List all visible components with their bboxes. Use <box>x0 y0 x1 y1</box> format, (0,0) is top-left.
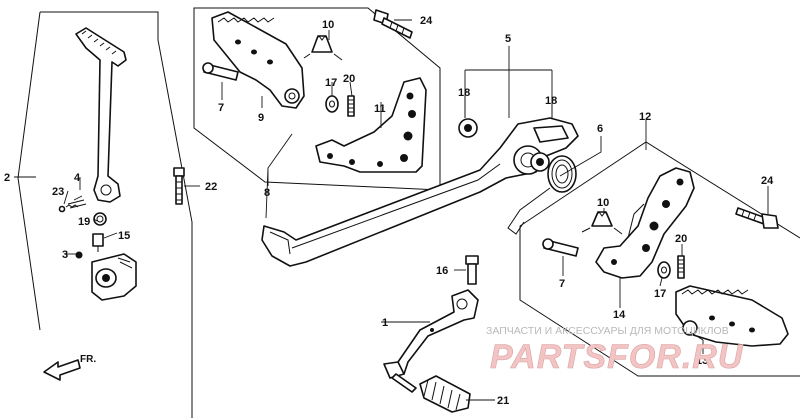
left-pivot-pin-part <box>202 62 239 81</box>
callout-12: 12 <box>639 111 651 123</box>
forward-arrow-icon <box>43 359 81 381</box>
brake-pedal-part <box>261 117 579 267</box>
brake-return-spring-part <box>507 155 577 235</box>
callout-10-right: 10 <box>597 197 609 209</box>
callout-18-left: 18 <box>458 87 470 99</box>
right-pivot-pin-part <box>542 238 579 257</box>
callout-17-right: 17 <box>654 288 666 300</box>
kickstarter-group-frame <box>17 11 193 418</box>
forward-label: FR. <box>80 354 96 365</box>
callout-20-right: 20 <box>675 233 687 245</box>
callout-24-top: 24 <box>420 15 433 27</box>
callout-24-right: 24 <box>761 175 774 187</box>
callout-18-right: 18 <box>545 95 557 107</box>
callout-7-right: 7 <box>559 278 565 290</box>
callout-5: 5 <box>505 33 511 45</box>
right-footpeg-bracket-part <box>595 167 695 279</box>
left-return-spring-part <box>303 35 343 61</box>
bolt-24-top-part <box>373 9 413 39</box>
bolt-24-right-part <box>735 207 779 229</box>
brake-pivot-bushing-part <box>458 118 550 172</box>
callout-16: 16 <box>436 265 448 277</box>
watermark-brand: PARTSFOR.RU <box>490 338 744 376</box>
callout-3: 3 <box>62 249 68 261</box>
callout-6: 6 <box>597 123 603 135</box>
kickstarter-arm-part <box>75 27 127 203</box>
callout-7-left: 7 <box>218 102 224 114</box>
callout-1: 1 <box>382 317 388 329</box>
callout-9: 9 <box>258 112 264 124</box>
callout-8: 8 <box>264 187 270 199</box>
callout-11: 11 <box>374 103 386 115</box>
callout-14: 14 <box>613 309 626 321</box>
right-return-spring-part <box>581 211 623 235</box>
right-washer-and-pin-part <box>657 255 685 279</box>
callout-13: 13 <box>696 355 708 367</box>
left-washer-and-pin-part <box>325 95 355 117</box>
callout-19: 19 <box>78 216 90 228</box>
watermark: ЗАПЧАСТИ И АКСЕССУАРЫ ДЛЯ МОТОЦИКЛОВ PAR… <box>486 325 744 376</box>
callout-labels: 1 2 3 4 5 6 7 7 8 9 10 10 11 12 13 14 15… <box>4 15 774 407</box>
callout-20-left: 20 <box>343 73 355 85</box>
callout-17-left: 17 <box>325 77 337 89</box>
left-footpeg-part <box>211 11 305 109</box>
bolt-22-part <box>173 167 185 205</box>
kickstarter-boss-part <box>91 253 137 301</box>
watermark-caption: ЗАПЧАСТИ И АКСЕССУАРЫ ДЛЯ МОТОЦИКЛОВ <box>486 325 729 337</box>
kickstarter-small-parts <box>58 199 107 259</box>
callout-2: 2 <box>4 172 10 184</box>
left-footpeg-bracket-part <box>315 77 427 173</box>
leader-lines <box>14 19 769 401</box>
right-footpeg-part <box>675 285 789 347</box>
callout-21: 21 <box>497 395 509 407</box>
bolt-16-part <box>465 255 479 285</box>
shift-rubber-part <box>419 375 471 413</box>
callout-4: 4 <box>74 172 81 184</box>
gearshift-pedal-part <box>383 289 479 393</box>
callout-15: 15 <box>118 230 130 242</box>
callout-10-left: 10 <box>322 19 334 31</box>
callout-23: 23 <box>52 186 64 198</box>
callout-22: 22 <box>205 181 217 193</box>
forward-direction-indicator: FR. <box>43 354 96 381</box>
